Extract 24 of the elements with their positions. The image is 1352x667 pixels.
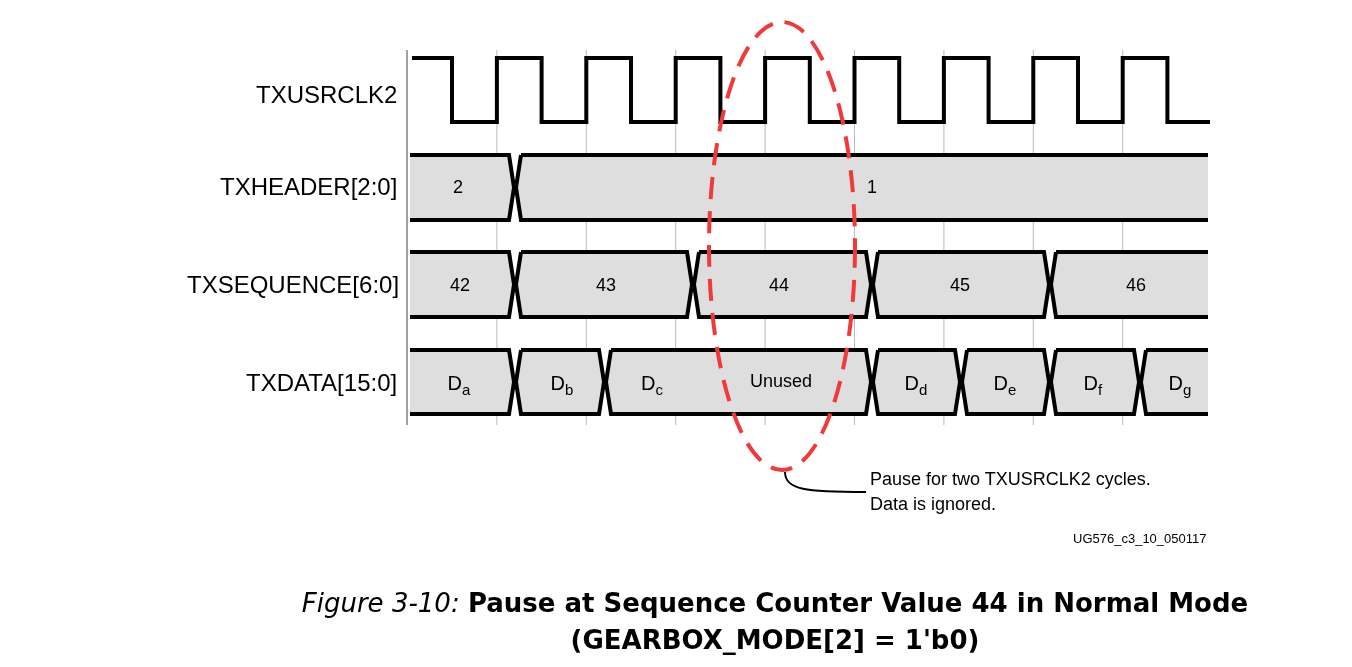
highlight-ellipse: [707, 20, 857, 472]
bus-value: 2: [453, 176, 463, 198]
bus-value: D$_{a}$: [447, 372, 471, 399]
signal-name: TXHEADER[2:0]: [220, 173, 398, 201]
bus-value: 1: [867, 176, 877, 198]
figure-caption: Figure 3-10: Pause at Sequence Counter Value 44 in Normal Mode (GEARBOX_MODE[2] = 1'b0): [300, 587, 1250, 657]
bus-value: Unused: [750, 370, 813, 392]
leader-line: [784, 471, 867, 493]
bus-value: 42: [450, 274, 471, 296]
figure-id: UG576_c3_10_050117: [1073, 530, 1207, 546]
bus-value: D$_{b}$: [550, 372, 574, 399]
bus-value: D$_{c}$: [641, 372, 663, 399]
bus-value: D$_{e}$: [993, 372, 1017, 399]
annotation-text: Pause for two TXUSRCLK2 cycles. Data is ignored.: [870, 467, 1185, 517]
bus-value: D$_{g}$: [1168, 372, 1192, 399]
bus-value: 45: [950, 274, 971, 296]
bus-value: D$_{d}$: [904, 372, 928, 399]
signal-name: TXSEQUENCE[6:0]: [187, 271, 400, 299]
signal-name: TXUSRCLK2: [256, 81, 398, 109]
signal-name: TXDATA[15:0]: [246, 369, 398, 397]
bus-value: 44: [769, 274, 790, 296]
bus-value: 43: [596, 274, 617, 296]
bus-value: D$_{f}$: [1083, 372, 1103, 399]
bus-value: 46: [1126, 274, 1147, 296]
